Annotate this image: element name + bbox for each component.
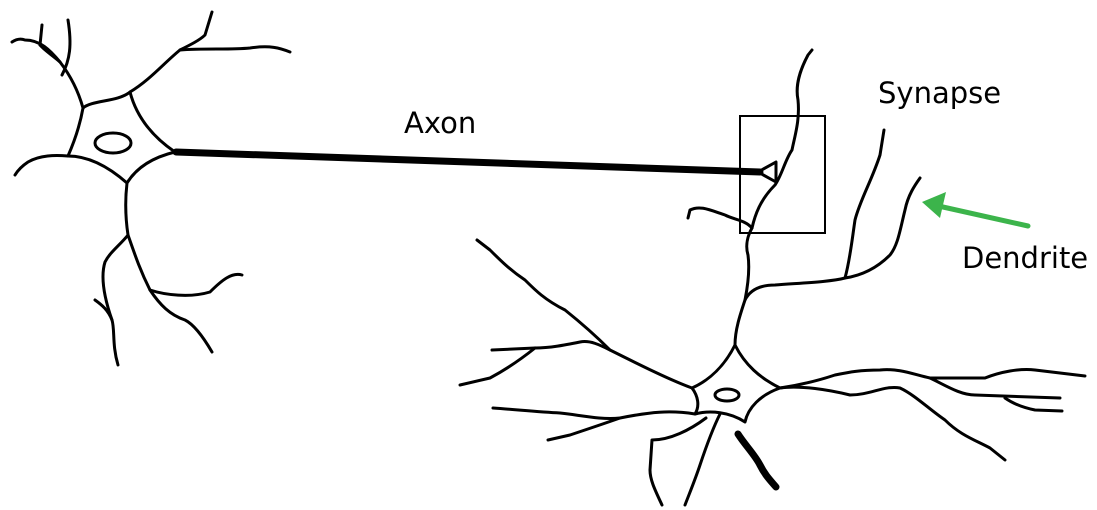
label-axon: Axon: [404, 106, 476, 140]
axon-terminal: [758, 162, 776, 182]
neuron-right-axon: [738, 434, 776, 487]
arrow-head: [922, 192, 946, 218]
neuron-left-soma: [68, 92, 175, 183]
label-synapse: Synapse: [878, 76, 1001, 110]
neuron-right-nucleus: [715, 389, 739, 401]
neuron-right-soma: [692, 345, 780, 422]
neuron-right: [460, 50, 1085, 505]
neuron-left-dendrites: [12, 12, 290, 365]
neuron-right-dendrites: [460, 50, 1085, 505]
arrow-icon: [922, 192, 1028, 226]
arrow-shaft: [934, 205, 1028, 226]
neuron-left: [12, 12, 760, 365]
axon: [176, 152, 760, 172]
label-dendrite: Dendrite: [962, 241, 1088, 275]
neuron-left-nucleus: [95, 133, 131, 153]
